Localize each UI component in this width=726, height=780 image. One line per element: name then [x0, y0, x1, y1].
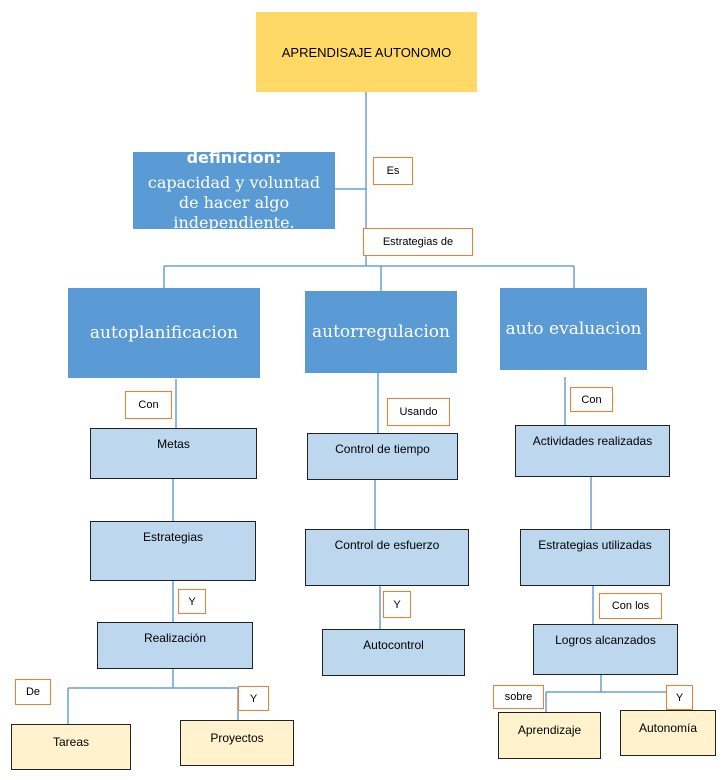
branch-autoplanificacion: autoplanificacion	[68, 288, 260, 378]
connector-y-4: Y	[666, 685, 693, 710]
connector-y-3: Y	[238, 686, 269, 711]
item-actividades-realizadas: Actividades realizadas	[515, 425, 670, 477]
connector-con-2: Con	[570, 387, 613, 412]
item-logros-alcanzados: Logros alcanzados	[533, 624, 678, 675]
item-autocontrol: Autocontrol	[322, 629, 465, 676]
connector-estrategias-de: Estrategias de	[363, 228, 473, 256]
item-realizacion: Realización	[97, 622, 253, 669]
connector-usando: Usando	[387, 398, 450, 426]
leaf-autonomia: Autonomía	[620, 710, 716, 756]
item-estrategias-utilizadas: Estrategias utilizadas	[520, 529, 670, 586]
branch-autorregulacion: autorregulacion	[305, 291, 457, 373]
leaf-proyectos: Proyectos	[180, 720, 294, 766]
connector-y-2: Y	[383, 591, 411, 618]
connector-sobre: sobre	[493, 685, 544, 709]
definition-text: capacidad y voluntad de hacer algo indep…	[147, 173, 321, 232]
definition-node: definicion: capacidad y voluntad de hace…	[133, 148, 335, 232]
leaf-tareas: Tareas	[11, 724, 131, 770]
item-control-de-esfuerzo: Control de esfuerzo	[305, 529, 469, 586]
item-metas: Metas	[90, 428, 257, 479]
branch-auto-evaluacion: auto evaluacion	[500, 288, 647, 370]
connector-es: Es	[373, 157, 413, 185]
item-estrategias: Estrategias	[90, 521, 256, 581]
item-control-de-tiempo: Control de tiempo	[307, 433, 458, 480]
leaf-aprendizaje: Aprendizaje	[498, 712, 601, 759]
connector-con-los: Con los	[599, 593, 662, 619]
connector-con-1: Con	[125, 391, 172, 419]
definition-title: definicion:	[186, 148, 282, 167]
connector-de: De	[15, 679, 51, 705]
root-node: APRENDISAJE AUTONOMO	[256, 12, 477, 92]
connector-y-1: Y	[178, 589, 206, 614]
